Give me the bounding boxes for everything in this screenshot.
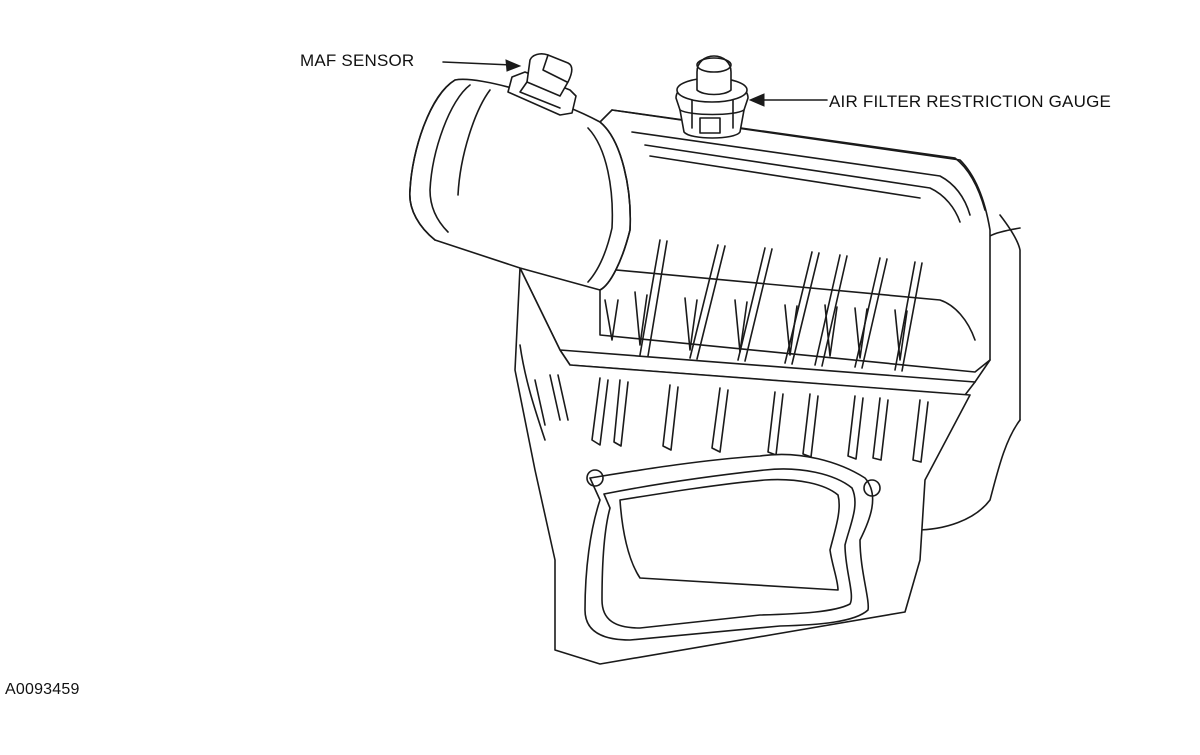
maf-sensor-leader-line [442, 61, 513, 66]
maf-sensor-arrowhead [505, 59, 522, 72]
cover-ribs [604, 239, 923, 372]
maf-sensor-connector [507, 53, 577, 116]
restriction-gauge [675, 55, 749, 139]
maf-sensor-callout-label: MAF SENSOR [300, 51, 415, 70]
maf-duct [409, 78, 632, 291]
restriction-gauge-callout-label: AIR FILTER RESTRICTION GAUGE [829, 92, 1112, 111]
callout-arrows [442, 59, 828, 107]
gauge-arrowhead [748, 93, 765, 107]
figure-id: A0093459 [5, 681, 80, 698]
outlet-flange [584, 453, 881, 641]
